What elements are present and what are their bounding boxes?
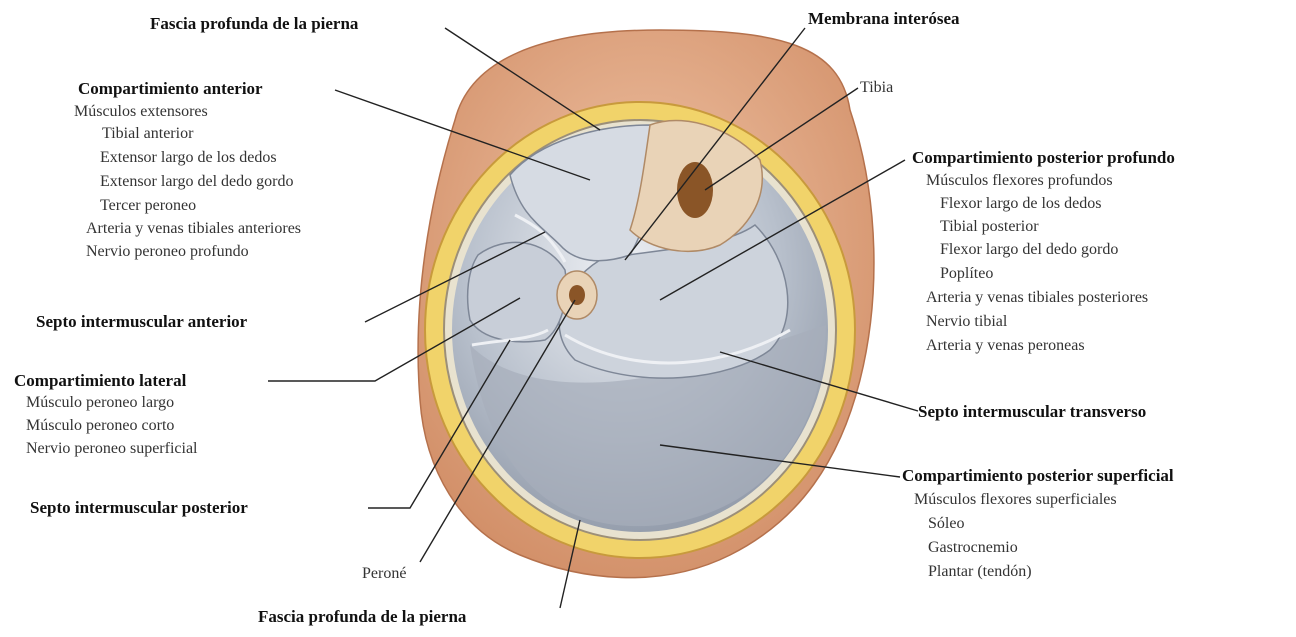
label-perone: Peroné bbox=[362, 566, 406, 582]
label-comp-post-superficial-item: Músculos flexores superficiales bbox=[914, 492, 1117, 508]
label-septo-transverso: Septo intermuscular transverso bbox=[918, 403, 1146, 420]
label-septo-posterior: Septo intermuscular posterior bbox=[30, 499, 248, 516]
label-comp-post-superficial-title: Compartimiento posterior superficial bbox=[902, 467, 1174, 484]
label-fascia-bottom: Fascia profunda de la pierna bbox=[258, 608, 466, 625]
label-comp-post-profundo-item: Flexor largo de los dedos bbox=[940, 196, 1101, 212]
label-comp-anterior-item: Arteria y venas tibiales anteriores bbox=[86, 221, 301, 237]
label-comp-anterior-item: Extensor largo de los dedos bbox=[100, 150, 277, 166]
label-comp-post-profundo-item: Arteria y venas tibiales posteriores bbox=[926, 290, 1148, 306]
label-comp-post-profundo-title: Compartimiento posterior profundo bbox=[912, 149, 1175, 166]
label-comp-anterior-item: Tibial anterior bbox=[102, 126, 193, 142]
label-comp-anterior-title: Compartimiento anterior bbox=[78, 80, 263, 97]
label-comp-anterior-item: Tercer peroneo bbox=[100, 198, 196, 214]
label-comp-anterior-item: Músculos extensores bbox=[74, 104, 208, 120]
label-tibia: Tibia bbox=[860, 80, 893, 96]
label-comp-anterior-item: Extensor largo del dedo gordo bbox=[100, 174, 293, 190]
lateral-compartment bbox=[468, 242, 567, 341]
label-fascia-top: Fascia profunda de la pierna bbox=[150, 15, 358, 32]
label-comp-post-superficial-item: Gastrocnemio bbox=[928, 540, 1018, 556]
label-comp-post-profundo-item: Tibial posterior bbox=[940, 219, 1039, 235]
label-comp-post-profundo-item: Músculos flexores profundos bbox=[926, 173, 1113, 189]
label-septo-anterior: Septo intermuscular anterior bbox=[36, 313, 247, 330]
label-comp-post-profundo-item: Nervio tibial bbox=[926, 314, 1007, 330]
label-comp-anterior-item: Nervio peroneo profundo bbox=[86, 244, 249, 260]
fibula-marrow bbox=[569, 285, 585, 305]
label-comp-lateral-item: Músculo peroneo largo bbox=[26, 395, 174, 411]
label-comp-lateral-item: Músculo peroneo corto bbox=[26, 418, 174, 434]
label-comp-post-profundo-item: Arteria y venas peroneas bbox=[926, 338, 1085, 354]
label-comp-post-superficial-item: Sóleo bbox=[928, 516, 964, 532]
label-comp-post-profundo-item: Poplíteo bbox=[940, 266, 993, 282]
label-comp-lateral-item: Nervio peroneo superficial bbox=[26, 441, 197, 457]
label-comp-post-superficial-item: Plantar (tendón) bbox=[928, 564, 1032, 580]
label-comp-lateral-title: Compartimiento lateral bbox=[14, 372, 186, 389]
label-comp-post-profundo-item: Flexor largo del dedo gordo bbox=[940, 242, 1118, 258]
label-membrana-interosea: Membrana interósea bbox=[808, 10, 960, 27]
